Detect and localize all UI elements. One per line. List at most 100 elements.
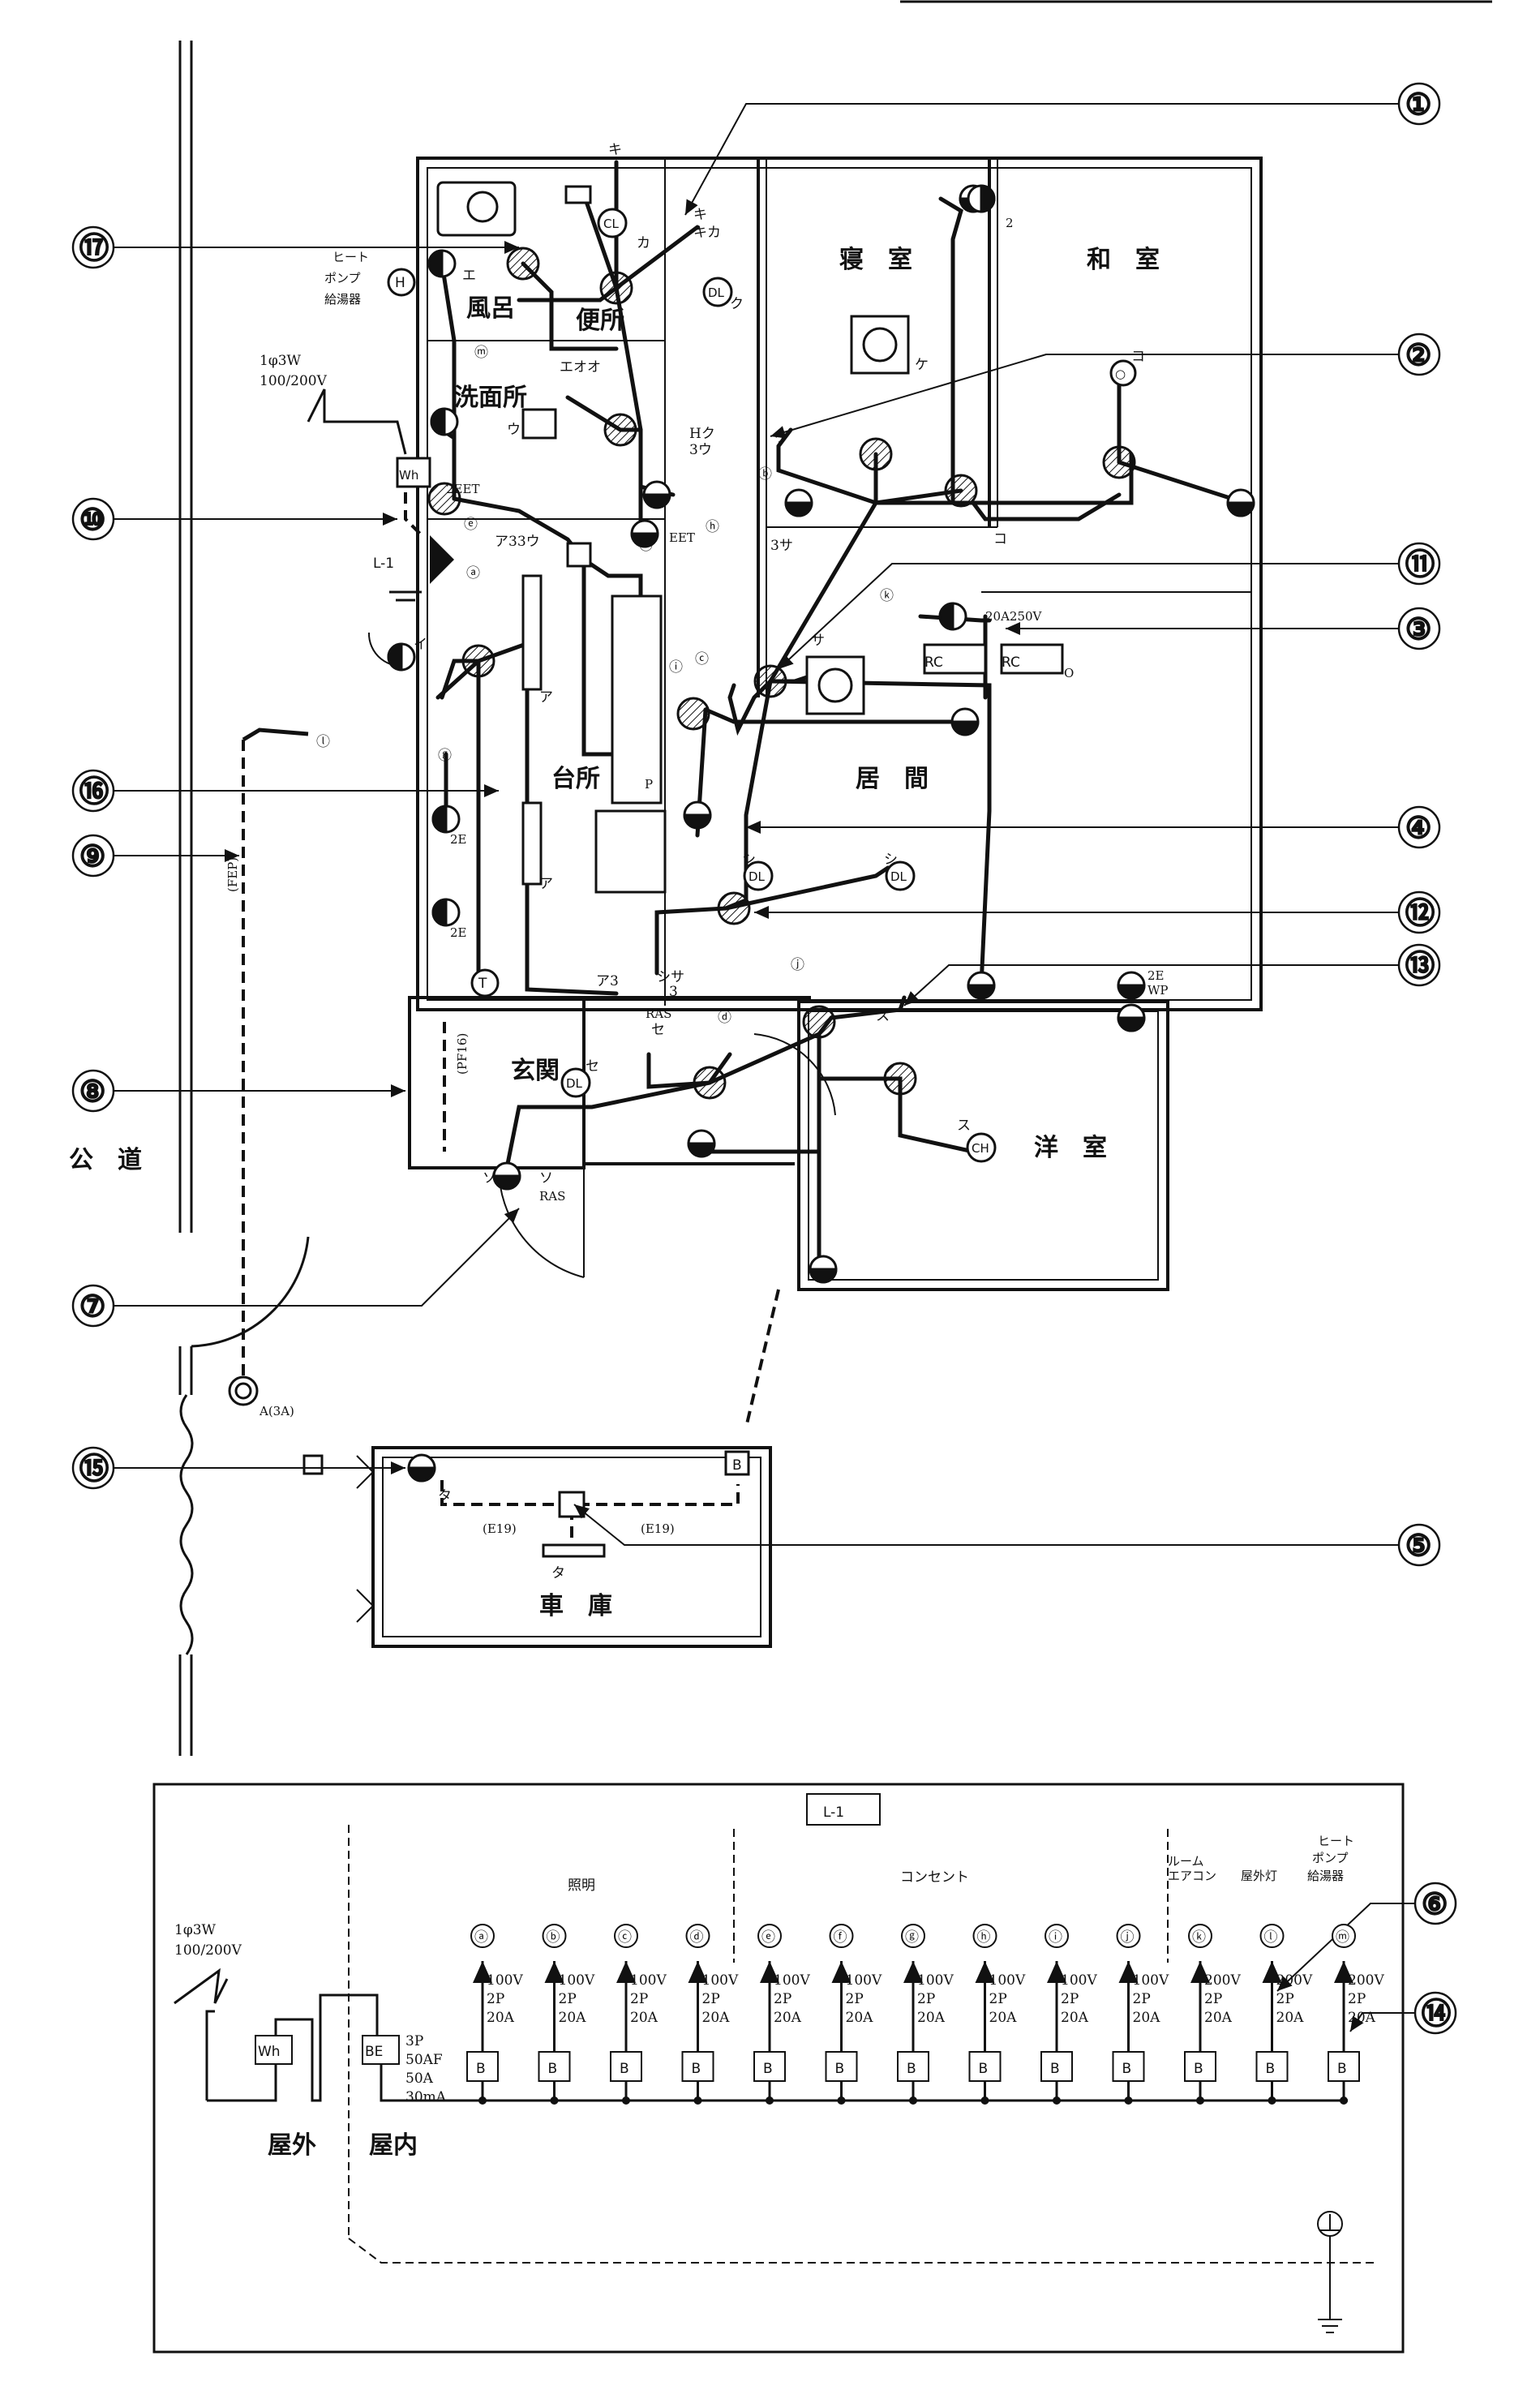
svg-text:3: 3	[669, 984, 678, 1000]
branch-voltage: 100V	[702, 1972, 739, 1989]
callout-1: ①	[1397, 82, 1441, 126]
schedule-be: BE	[365, 2044, 383, 2060]
outlet-icon	[938, 602, 967, 631]
svg-text:CL: CL	[603, 217, 619, 231]
bus-node	[837, 2096, 846, 2105]
outlets	[387, 184, 1255, 1483]
callout-2: ②	[1397, 333, 1441, 376]
branch-voltage: 100V	[774, 1972, 810, 1989]
bus-node	[980, 2096, 989, 2105]
2e-wp-label-a: 2E	[1147, 968, 1165, 983]
fep-label: (FEP)	[225, 857, 240, 892]
branch-amps: 20A	[1204, 2010, 1233, 2026]
branch-voltage: 100V	[846, 1972, 882, 1989]
svg-text:H: H	[395, 275, 405, 291]
equipment-boxes	[302, 181, 1064, 1558]
svg-text:シサ: シサ	[657, 969, 684, 985]
breaker-label: B	[1050, 2061, 1060, 2077]
svg-text:T: T	[478, 976, 487, 992]
svg-text:ア3: ア3	[596, 973, 619, 989]
outlet-icon	[427, 249, 457, 278]
svg-text:DL: DL	[890, 869, 907, 884]
outlet-icon	[430, 407, 459, 436]
outlet-icon	[950, 707, 980, 736]
svg-text:⑤: ⑤	[1405, 1530, 1431, 1563]
rc-outdoor: RC	[1002, 654, 1020, 671]
breaker-box	[1184, 2051, 1216, 2082]
breaker-label: B	[907, 2061, 916, 2077]
svg-text:エオオ: エオオ	[560, 359, 601, 375]
bath-label: 風呂	[466, 294, 515, 323]
bedroom-label: 寝 室	[839, 246, 912, 274]
svg-text:ス: ス	[957, 1118, 971, 1134]
ras-label-2: RAS	[539, 1189, 565, 1204]
callouts: ① ② ③ ④ ⑤ ⑥ ⑦ ⑧ ⑨ ⑩ ⑪ ⑫ ⑬ ⑭ ⑮ ⑯ ⑰	[71, 82, 1457, 2035]
svg-text:3P: 3P	[405, 2033, 423, 2049]
ground-symbol-icon	[1317, 2211, 1343, 2333]
circuit-b: ⓑ	[758, 466, 772, 483]
svg-text:⑰: ⑰	[79, 232, 109, 265]
schedule-supply-voltage: 100/200V	[174, 1942, 242, 1959]
rc-outlet-rating: 20A250V	[985, 609, 1043, 624]
bus-node	[1124, 2096, 1133, 2105]
branch-poles: 2P	[1204, 1991, 1222, 2007]
ceiling-light-icon	[717, 891, 751, 925]
garage-label: 車 庫	[539, 1592, 612, 1620]
callout-11: ⑪	[1397, 542, 1441, 586]
bus-node	[1053, 2096, 1061, 2105]
hp-label-3: 給湯器	[324, 292, 361, 307]
panel-schedule: L-1 照明 コンセント ルーム エアコン 屋外灯 ヒート ポンプ 給湯器 1φ…	[152, 1783, 1405, 2354]
callout-4: ④	[1397, 805, 1441, 849]
breaker-box	[1112, 2051, 1145, 2082]
bus-node	[550, 2096, 559, 2105]
downlights: DL DL DL DL CL CH ○ T H	[228, 208, 1137, 1406]
bus-node	[478, 2096, 487, 2105]
breaker-box	[753, 2051, 786, 2082]
branch-amps: 20A	[630, 2010, 658, 2026]
circuit-h: ⓗ	[706, 519, 719, 535]
branch-poles: 2P	[1133, 1991, 1151, 2007]
svg-text:セ: セ	[651, 1022, 665, 1038]
svg-text:3サ: 3サ	[770, 538, 793, 554]
outlet-icon	[1117, 971, 1146, 1000]
svg-text:ク: ク	[730, 296, 744, 312]
breaker-box	[1255, 2051, 1289, 2082]
ceiling-light-icon	[676, 697, 710, 731]
outlet-icon	[630, 519, 659, 548]
ceiling-light-icon	[944, 474, 978, 508]
western-room-label: 洋 室	[1034, 1134, 1107, 1162]
ceiling-light-icon	[427, 482, 461, 516]
2e-label-1: 2E	[450, 832, 467, 847]
group-aircon-1: ルーム	[1168, 1854, 1204, 1869]
svg-text:3ウ: 3ウ	[689, 442, 712, 458]
branch-voltage: 200V	[1204, 1972, 1241, 1989]
downlight-icon: DL	[743, 860, 774, 891]
outlet-icon	[387, 642, 416, 672]
outlet-icon	[642, 480, 671, 509]
ceiling-light-icon	[753, 664, 787, 698]
timer-switch-icon: T	[470, 968, 500, 998]
svg-text:①: ①	[1405, 88, 1431, 122]
callout-5: ⑤	[1397, 1523, 1441, 1567]
fep-feed	[242, 727, 309, 742]
circuit-f: ⓕ	[639, 538, 653, 554]
svg-text:シ: シ	[742, 852, 756, 868]
ceiling-light-icon	[599, 271, 633, 305]
breaker-box	[825, 2051, 858, 2082]
branch-id: ⓕ	[834, 1929, 847, 1946]
svg-text:④: ④	[1405, 812, 1431, 845]
branch-poles: 2P	[630, 1991, 648, 2007]
branch-id: ⓐ	[474, 1929, 488, 1946]
svg-text:50AF: 50AF	[405, 2052, 443, 2068]
svg-text:○: ○	[1115, 367, 1126, 381]
svg-text:ア: ア	[539, 876, 553, 892]
svg-text:ア33ウ: ア33ウ	[495, 534, 540, 550]
living-label: 居 間	[856, 765, 929, 793]
callout-8: ⑧	[71, 1069, 115, 1113]
svg-text:⑫: ⑫	[1405, 897, 1435, 930]
branch-id: ⓙ	[1121, 1929, 1135, 1946]
